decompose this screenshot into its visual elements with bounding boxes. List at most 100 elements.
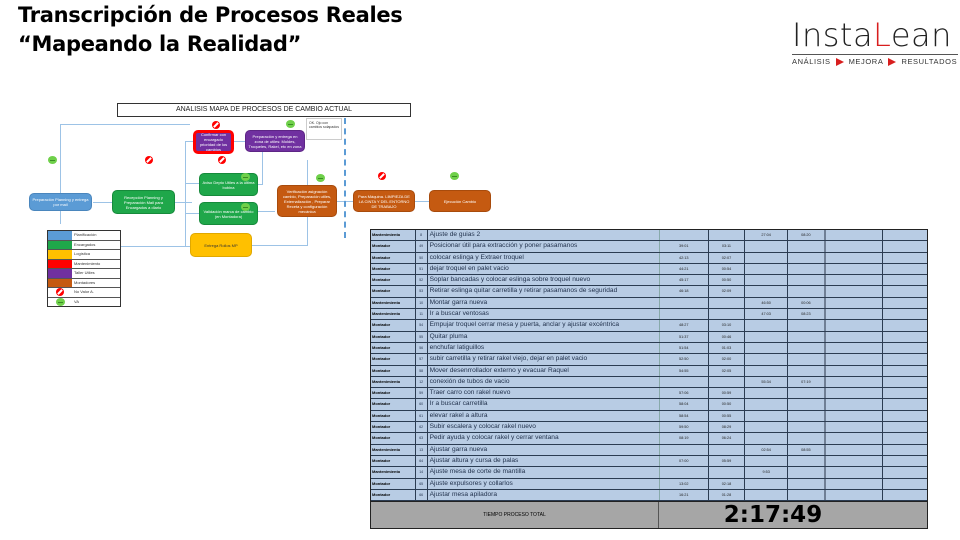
maintenance-start-cell: 46:50 [745,297,788,309]
start-time-cell: 54:55 [660,365,709,376]
step-confirmar-prioridad: Confirmar con encargado prioridad de los… [193,130,234,154]
duration-cell: 00:46 [709,331,746,342]
maintenance-start-cell [745,354,788,365]
maintenance-duration-cell [788,331,826,342]
empty-cell [883,456,927,466]
maintenance-duration-cell: 08:20 [788,230,826,241]
start-time-cell [660,444,709,455]
empty-cell [826,241,884,252]
start-time-cell: 08:19 [660,433,709,444]
maintenance-start-cell: 27:04 [745,230,788,241]
duration-cell [709,467,746,478]
step-number-cell: 63 [416,433,428,444]
duration-cell: 00:50 [709,275,746,286]
legend-swatch [48,240,72,249]
empty-cell [826,376,884,388]
step-number-cell: 62 [416,422,428,433]
step-number-cell: 57 [416,354,428,365]
maintenance-duration-cell [788,455,826,467]
maintenance-duration-cell: 00:06 [788,297,826,309]
step-number-cell: 10 [416,297,428,309]
role-cell: Montador [371,241,416,252]
empty-cell [826,399,884,410]
maintenance-start-cell [745,342,788,354]
maintenance-start-cell: 55:34 [745,376,788,388]
empty-cell [826,309,884,320]
maintenance-start-cell: 47:03 [745,309,788,320]
total-label: TIEMPO PROCESO TOTAL [371,502,659,529]
role-cell: Mantenimiento [371,376,416,388]
maintenance-duration-cell [788,320,826,331]
step-number-cell: 11 [416,309,428,320]
legend-item: Planificación [48,231,120,241]
description-cell: Ir a buscar ventosas [428,309,660,320]
connector-line [185,141,193,142]
step-number-cell: 65 [416,478,428,489]
start-time-cell: 16:21 [660,489,709,501]
empty-cell [883,354,927,364]
step-preparacion-utiles: Preparación y entrega en zona de utiles:… [245,130,305,152]
description-cell: Ajustar mesa apiladora [428,489,660,501]
maintenance-duration-cell: 08:55 [788,444,826,455]
empty-cell [826,467,884,478]
empty-cell [883,264,927,274]
empty-cell [826,433,884,444]
maintenance-start-cell [745,489,788,501]
empty-cell [826,263,884,275]
maintenance-duration-cell [788,467,826,478]
duration-cell: 00:54 [709,263,746,275]
empty-cell [883,445,927,455]
empty-cell [883,411,927,421]
connector-line [60,124,190,125]
total-row: TIEMPO PROCESO TOTAL 2:17:49 [371,501,927,529]
maintenance-start-cell [745,263,788,275]
maintenance-duration-cell [788,478,826,489]
legend-item: Montadores [48,278,120,288]
duration-cell: 00:50 [709,399,746,410]
maintenance-duration-cell [788,252,826,263]
step-number-cell: 49 [416,241,428,252]
step-number-cell: 14 [416,467,428,478]
duration-cell: 03:10 [709,320,746,331]
empty-cell [826,320,884,331]
description-cell: Retirar eslinga quitar carretilla y reti… [428,286,660,297]
empty-cell [883,332,927,342]
description-cell: Ajustar garra nueva [428,444,660,455]
maintenance-start-cell [745,433,788,444]
role-cell: Montador [371,399,416,410]
role-cell: Montador [371,275,416,286]
start-time-cell: 48:27 [660,320,709,331]
start-time-cell [660,230,709,241]
description-cell: Ir a buscar carretilla [428,399,660,410]
empty-cell [826,286,884,297]
duration-cell: 06:24 [709,433,746,444]
maintenance-duration-cell [788,399,826,410]
empty-cell [826,297,884,309]
connector-line [93,202,115,203]
empty-cell [883,230,927,240]
role-cell: Montador [371,331,416,342]
duration-cell [709,297,746,309]
step-number-cell: 59 [416,388,428,399]
role-cell: Montador [371,388,416,399]
empty-cell [826,410,884,422]
logo-wordmark: InstaLean [792,16,952,54]
duration-cell [709,309,746,320]
arrow-right-icon [888,57,897,66]
connector-line [60,246,190,247]
role-cell: Mantenimiento [371,297,416,309]
duration-cell [709,376,746,388]
legend-swatch [48,231,72,240]
role-cell: Montador [371,455,416,467]
empty-cell [826,230,884,241]
maintenance-duration-cell [788,286,826,297]
maintenance-duration-cell [788,342,826,354]
empty-cell [826,331,884,342]
